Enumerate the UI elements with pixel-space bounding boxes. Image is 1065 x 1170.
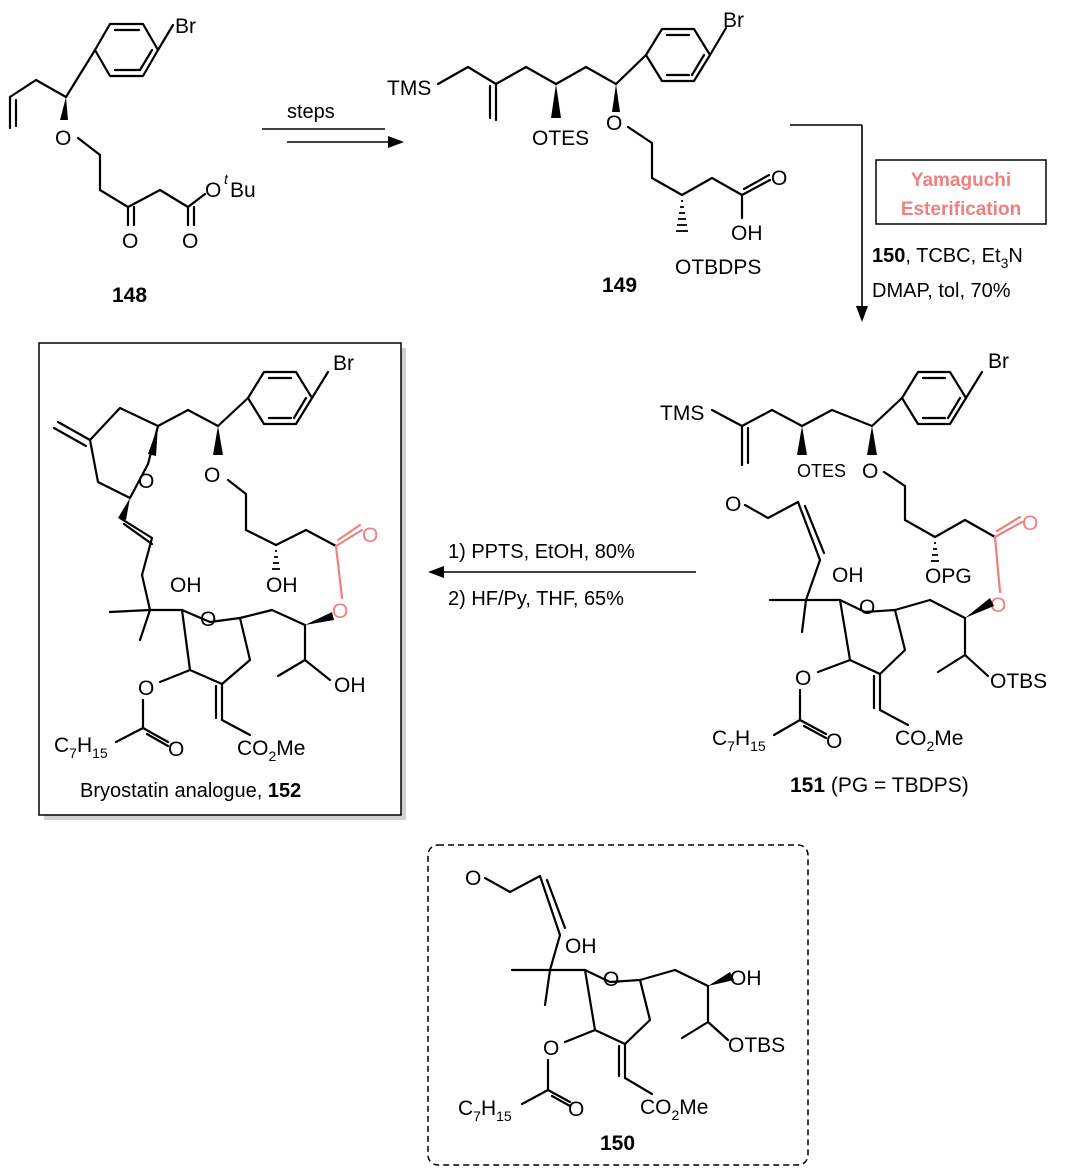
secondary-oh-label: OH <box>266 574 298 597</box>
otes-label: OTES <box>797 461 846 481</box>
acyl-carbonyl-oxygen-label: O <box>168 738 184 761</box>
aldehyde-oxygen-label: O <box>465 867 481 890</box>
otes-label: OTES <box>532 127 589 150</box>
step-2-reagents-b: DMAP, tol, 70% <box>872 280 1011 302</box>
step-2-reagents-a: 150, TCBC, Et3N <box>872 245 1023 271</box>
pyran-oxygen-label: O <box>603 968 619 991</box>
hemiketal-oh-label: OH <box>565 935 597 958</box>
aldehyde-oxygen-label: O <box>725 493 741 516</box>
yamaguchi-label: Yamaguchi <box>911 170 1011 191</box>
hemiketal-oh-label: OH <box>832 564 864 587</box>
acid-oh-label: OH <box>731 222 763 245</box>
co2me-label: CO2Me <box>895 727 963 754</box>
ether-oxygen-label: O <box>862 460 878 483</box>
compound-148-label: 148 <box>112 284 147 307</box>
opg-label: OPG <box>925 565 972 588</box>
c7h15-label: C7H15 <box>712 727 766 754</box>
acyloxy-oxygen-label: O <box>795 667 811 690</box>
co2me-label: CO2Me <box>640 1096 708 1123</box>
bromine-label: Br <box>723 9 744 32</box>
compound-149-label: 149 <box>602 274 637 297</box>
acyl-carbonyl-oxygen-label: O <box>568 1098 584 1121</box>
ether-oxygen-label: O <box>204 464 220 487</box>
step-1-label: steps <box>287 101 335 123</box>
tms-label: TMS <box>660 402 704 425</box>
compound-151-label: 151 (PG = TBDPS) <box>790 774 969 797</box>
bromine-label: Br <box>175 15 196 38</box>
ether-oxygen-label: O <box>606 112 622 135</box>
compound-150: O OH O OH OTBS CO2Me O O C7H15 150 <box>427 844 809 1166</box>
compound-148: Br O O O O t Bu 148 <box>8 15 256 307</box>
ester-oxygen-label: O <box>182 230 198 253</box>
acyloxy-oxygen-label: O <box>543 1037 559 1060</box>
acyloxy-oxygen-label: O <box>138 677 154 700</box>
otbs-label: OTBS <box>990 670 1047 693</box>
compound-152-label: Bryostatin analogue, 152 <box>80 780 301 802</box>
pyran-oxygen-label: O <box>138 470 154 493</box>
step-3-line-2: 2) HF/Py, THF, 65% <box>448 588 624 610</box>
secondary-oh-label: OH <box>730 967 762 990</box>
step-3-line-1: 1) PPTS, EtOH, 80% <box>448 541 635 563</box>
bromine-label: Br <box>333 352 354 375</box>
ketone-oxygen-label: O <box>122 230 138 253</box>
ester-carbonyl-oxygen-label: O <box>362 524 378 547</box>
tbu-oxygen-label: O <box>205 179 221 202</box>
esterification-label: Esterification <box>901 199 1021 220</box>
acid-oxygen-label: O <box>771 167 787 190</box>
bromine-label: Br <box>988 350 1009 373</box>
tms-label: TMS <box>387 77 431 100</box>
hemiketal-oh-label: OH <box>170 574 202 597</box>
tertiary-oh-label: OH <box>334 674 366 697</box>
c7h15-label: C7H15 <box>54 734 108 761</box>
ester-carbonyl-oxygen-label: O <box>1022 512 1038 535</box>
step-2-arrow: Yamaguchi Esterification 150, TCBC, Et3N… <box>790 124 1047 322</box>
step-1-arrow: steps <box>262 101 404 148</box>
otbdps-label: OTBDPS <box>675 256 761 279</box>
pyran-oxygen-label: O <box>859 596 875 619</box>
ester-link-oxygen-label: O <box>332 600 348 623</box>
step-3-arrow: 1) PPTS, EtOH, 80% 2) HF/Py, THF, 65% <box>428 541 696 610</box>
acyl-carbonyl-oxygen-label: O <box>826 730 842 753</box>
tbu-bu-label: Bu <box>230 179 256 202</box>
co2me-label: CO2Me <box>237 737 305 764</box>
compound-149: TMS OTES O Br OTBDPS <box>387 9 787 297</box>
yamaguchi-highlight-box <box>875 159 1047 225</box>
otbs-label: OTBS <box>728 1034 785 1057</box>
compound-151: TMS OTES O Br OPG O O <box>660 350 1047 797</box>
c7h15-label: C7H15 <box>458 1097 512 1124</box>
ester-link-oxygen-label: O <box>990 594 1006 617</box>
tbu-t-label: t <box>224 171 229 187</box>
compound-152: Br O O OH O O <box>38 342 406 820</box>
ether-oxygen-label: O <box>55 127 71 150</box>
pyran-oxygen-label-2: O <box>200 608 216 631</box>
compound-150-label: 150 <box>600 1132 635 1155</box>
